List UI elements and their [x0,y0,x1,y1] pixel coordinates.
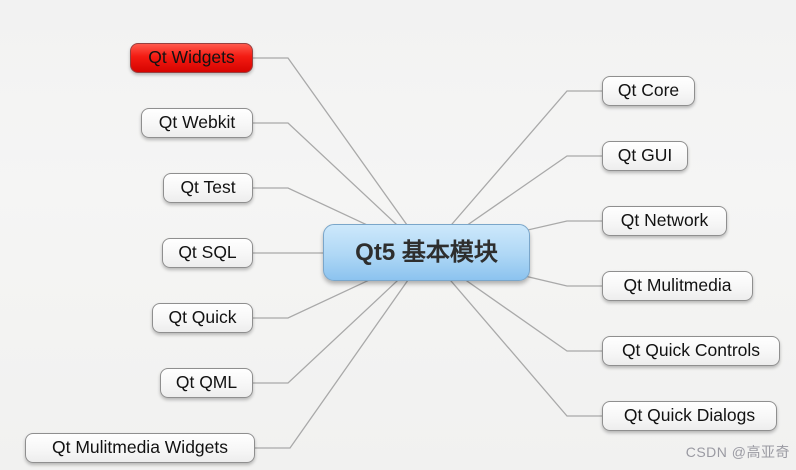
node-qt-network[interactable]: Qt Network [602,206,727,236]
node-qt-widgets[interactable]: Qt Widgets [130,43,253,73]
connector-qt-quick-dialogs [426,252,602,417]
node-qt-mulitmedia-widgets[interactable]: Qt Mulitmedia Widgets [25,433,255,463]
node-qt-gui[interactable]: Qt GUI [602,141,688,171]
connector-qt-qml [253,252,428,384]
connector-qt-gui [426,155,602,254]
node-qt-qml[interactable]: Qt QML [160,368,253,398]
node-qt-core[interactable]: Qt Core [602,76,695,106]
node-qt-webkit[interactable]: Qt Webkit [141,108,253,138]
connector-qt-quick-controls [426,252,602,352]
node-qt-quick-controls[interactable]: Qt Quick Controls [602,336,780,366]
node-qt-quick-dialogs[interactable]: Qt Quick Dialogs [602,401,777,431]
connector-qt-widgets [253,57,428,254]
connector-qt-mulitmedia-widgets [255,252,428,449]
connector-qt-webkit [253,122,428,254]
connector-qt-core [426,90,602,254]
node-center-qt5-basic-modules[interactable]: Qt5 基本模块 [323,224,530,281]
node-qt-sql[interactable]: Qt SQL [162,238,253,268]
node-qt-test[interactable]: Qt Test [163,173,253,203]
node-qt-mulitmedia[interactable]: Qt Mulitmedia [602,271,753,301]
node-qt-quick[interactable]: Qt Quick [152,303,253,333]
csdn-watermark: CSDN @高亚奇 [685,444,790,460]
